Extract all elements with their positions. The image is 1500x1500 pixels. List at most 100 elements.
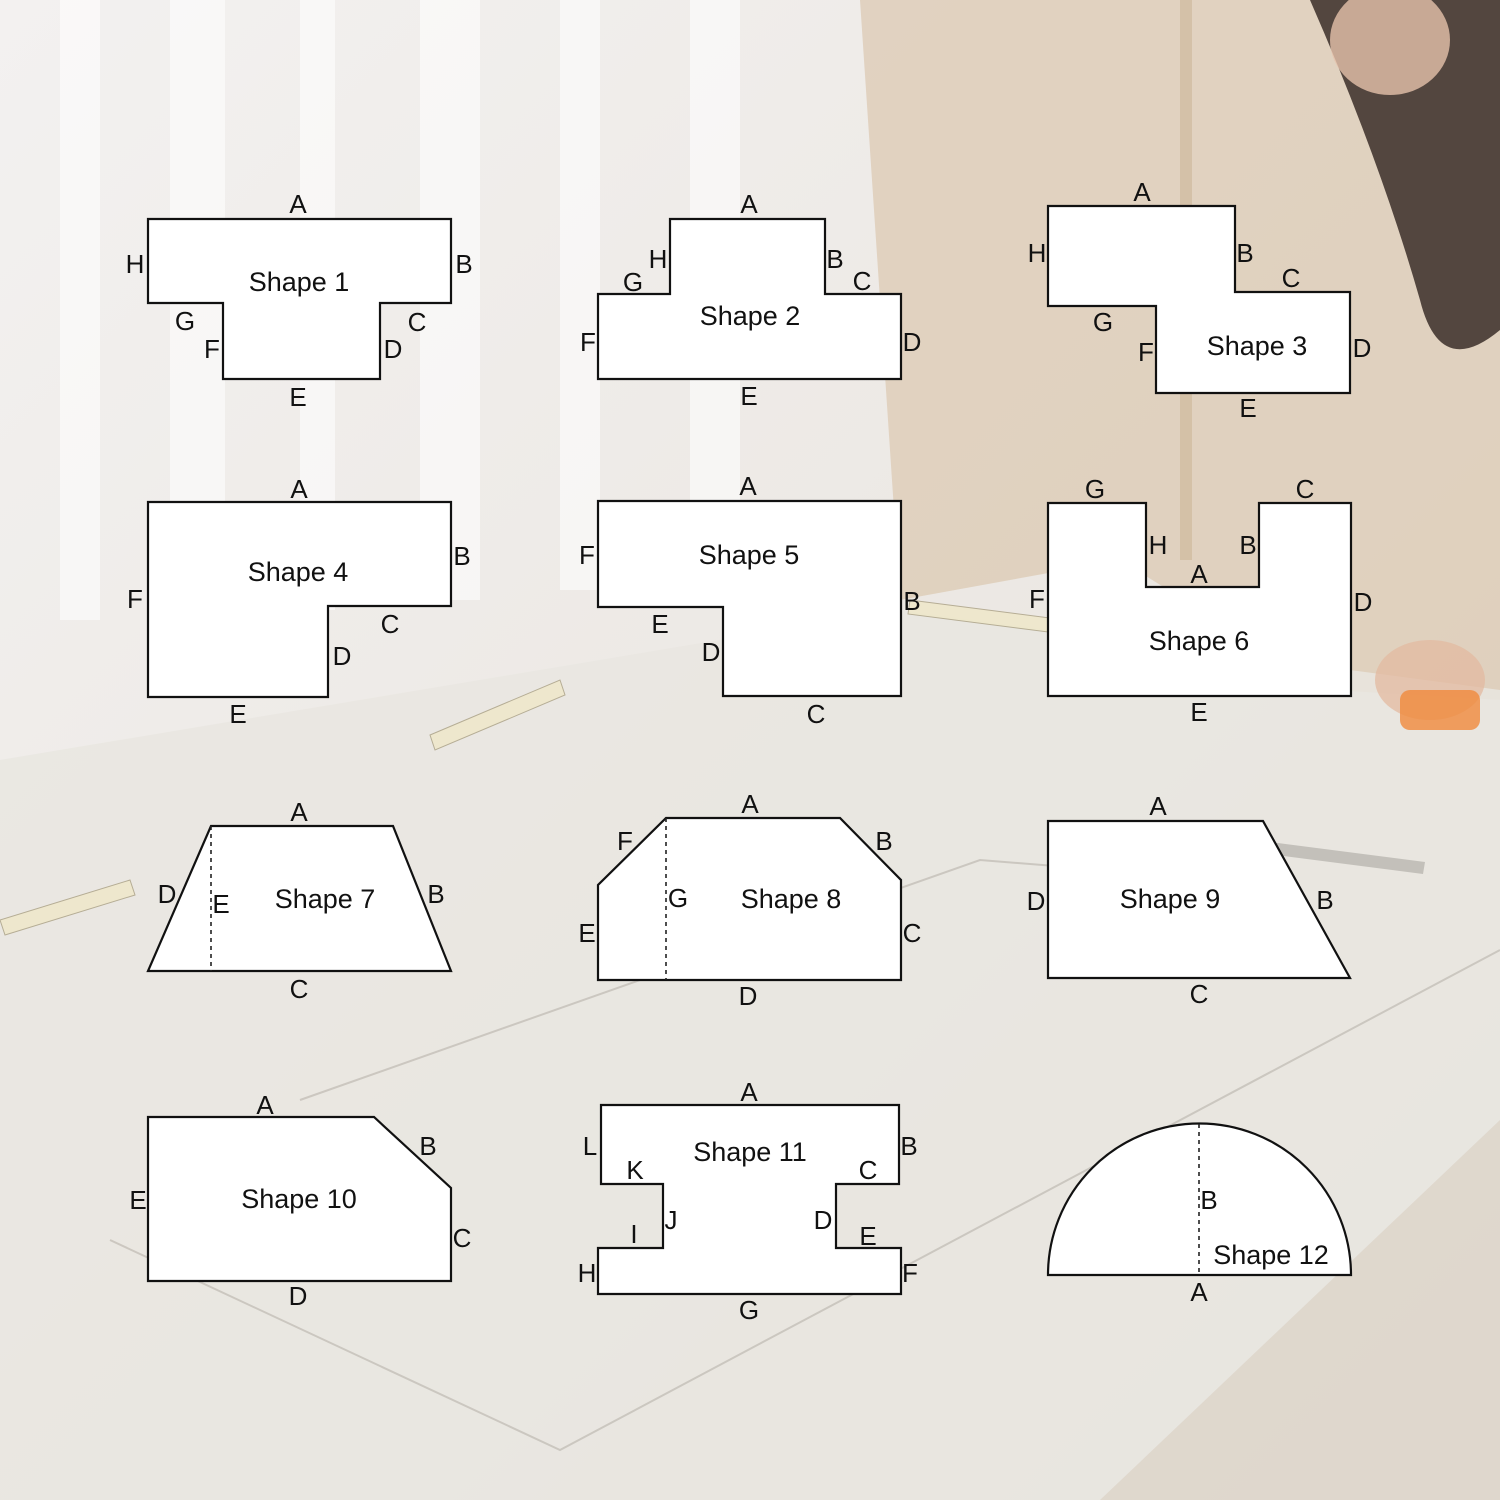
edge-label: A (1133, 177, 1151, 207)
edge-label: A (290, 474, 308, 504)
shape-2-outline (596, 217, 903, 381)
edge-label: F (580, 327, 596, 357)
edge-label: C (1190, 979, 1209, 1009)
edge-label: B (427, 879, 444, 909)
edge-label: B (419, 1131, 436, 1161)
edge-label: C (807, 699, 826, 729)
edge-label: B (1200, 1185, 1217, 1215)
edge-label: E (1239, 393, 1256, 423)
shape-title: Shape 5 (699, 540, 800, 570)
edge-label: C (853, 266, 872, 296)
edge-label: A (290, 797, 308, 827)
edge-label: G (175, 306, 195, 336)
edge-label: B (900, 1131, 917, 1161)
edge-label: D (1353, 333, 1372, 363)
edge-label: H (1149, 530, 1168, 560)
edge-label: F (127, 584, 143, 614)
edge-label: C (903, 918, 922, 948)
edge-label: B (826, 244, 843, 274)
shape-title: Shape 6 (1149, 626, 1250, 656)
shape-title: Shape 3 (1207, 331, 1308, 361)
edge-label: A (740, 1077, 758, 1107)
edge-label: F (1138, 337, 1154, 367)
shape-title: Shape 8 (741, 884, 842, 914)
shape-1-outline (146, 217, 453, 381)
shape-3-outline (1046, 204, 1352, 395)
edge-label: D (739, 981, 758, 1011)
edge-label: D (903, 327, 922, 357)
edge-label: B (903, 586, 920, 616)
edge-label: G (1085, 474, 1105, 504)
shape-title: Shape 10 (241, 1184, 357, 1214)
edge-label: B (1239, 530, 1256, 560)
shape-12: Shape 12A B (1046, 1122, 1353, 1307)
shape-7-outline (146, 824, 453, 973)
edge-label: D (384, 334, 403, 364)
edge-label: C (453, 1223, 472, 1253)
edge-label: L (583, 1131, 597, 1161)
edge-label: A (256, 1090, 274, 1120)
shape-6-outline (1046, 501, 1353, 698)
edge-label: K (626, 1155, 644, 1185)
shape-8: Shape 8 A B C D E F G (578, 789, 921, 1011)
edge-label: F (204, 334, 220, 364)
edge-label: D (1354, 587, 1373, 617)
shape-5-outline (596, 499, 903, 698)
edge-label: D (289, 1281, 308, 1311)
edge-label: B (875, 826, 892, 856)
shape-11-outline (596, 1103, 903, 1296)
shape-title: Shape 12 (1213, 1240, 1329, 1270)
edge-label: C (859, 1155, 878, 1185)
edge-label: H (578, 1258, 597, 1288)
shape-9: Shape 9 A B C D (1027, 791, 1352, 1009)
shape-title: Shape 9 (1120, 884, 1221, 914)
edge-label: E (229, 699, 246, 729)
edge-label: D (814, 1205, 833, 1235)
edge-label: D (158, 879, 177, 909)
edge-label: G (668, 883, 688, 913)
edge-label: D (1027, 886, 1046, 916)
shape-4: Shape 4 A B CD E F (127, 474, 471, 729)
edge-label: F (617, 826, 633, 856)
edge-label: B (455, 249, 472, 279)
edge-label: A (1190, 1277, 1208, 1307)
shape-10-outline (146, 1115, 453, 1283)
edge-label: G (1093, 307, 1113, 337)
edge-label: H (126, 249, 145, 279)
edge-label: C (1296, 474, 1315, 504)
shape-4-outline (146, 500, 453, 699)
shape-8-outline (596, 816, 903, 982)
edge-label: E (1190, 697, 1207, 727)
edge-label: A (1149, 791, 1167, 821)
edge-label: D (333, 641, 352, 671)
shape-title: Shape 4 (248, 557, 349, 587)
edge-label: G (739, 1295, 759, 1325)
edge-label: D (702, 637, 721, 667)
edge-label: E (212, 889, 229, 919)
edge-label: A (289, 189, 307, 219)
edge-label: A (1190, 559, 1208, 589)
shape-9-outline (1046, 819, 1352, 980)
edge-label: F (1029, 584, 1045, 614)
edge-label: B (453, 541, 470, 571)
edge-label: E (578, 918, 595, 948)
edge-label: C (381, 609, 400, 639)
edge-label: A (741, 789, 759, 819)
shape-title: Shape 2 (700, 301, 801, 331)
edge-label: J (665, 1205, 678, 1235)
shape-title: Shape 11 (693, 1137, 807, 1167)
edge-label: A (739, 471, 757, 501)
edge-label: E (129, 1185, 146, 1215)
edge-label: H (649, 244, 668, 274)
edge-label: E (651, 609, 668, 639)
edge-label: B (1236, 238, 1253, 268)
edge-label: B (1316, 885, 1333, 915)
shape-6: Shape 6 A B C D E F G H (1029, 474, 1372, 727)
